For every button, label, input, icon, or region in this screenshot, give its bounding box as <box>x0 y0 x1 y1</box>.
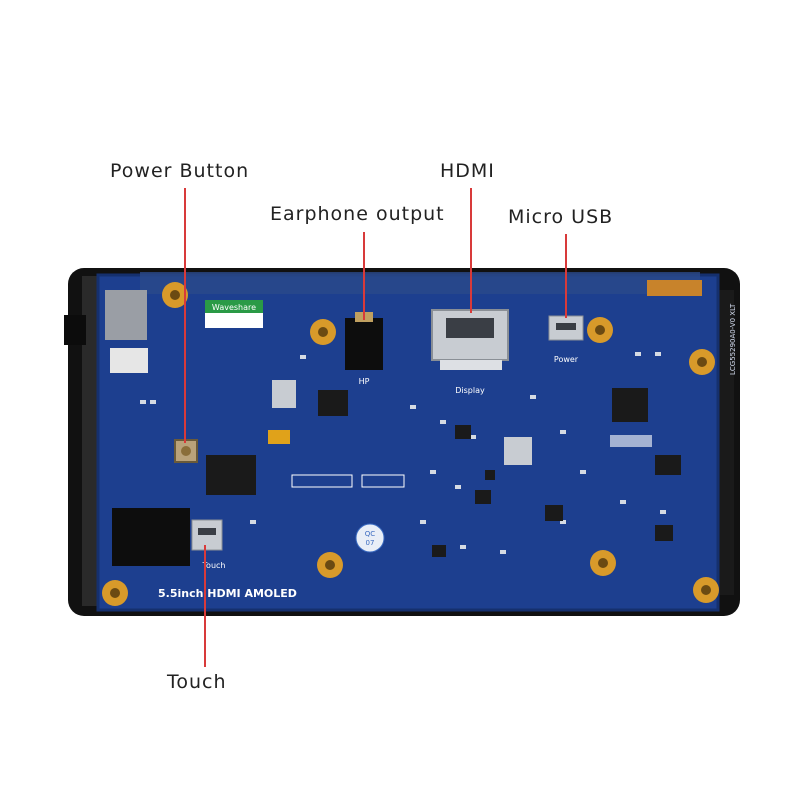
leader-micro-usb <box>565 234 567 318</box>
callout-micro-usb: Micro USB <box>508 206 614 228</box>
fpc-strip <box>140 272 700 294</box>
chip-main <box>206 455 256 495</box>
power-button-cap <box>181 446 191 456</box>
callout-touch: Touch <box>167 671 227 693</box>
logo-sticker-bar <box>205 300 263 313</box>
silkscreen-touch: Touch <box>202 561 226 570</box>
micro-usb-opening <box>556 323 576 330</box>
logo-text: Waveshare <box>212 303 256 312</box>
earphone-jack <box>345 318 383 370</box>
silkscreen-display: Display <box>455 386 485 395</box>
leader-earphone-output <box>363 232 365 320</box>
left-socket <box>110 348 148 373</box>
flex-connector <box>647 280 702 296</box>
component-array <box>610 435 652 447</box>
silkscreen-power: Power <box>554 355 579 364</box>
qc-sticker-number: 07 <box>366 539 375 547</box>
qc-sticker-label: QC <box>365 530 376 538</box>
chip-ldo <box>272 380 296 408</box>
left-connector <box>105 290 147 340</box>
touch-fpc <box>112 508 190 566</box>
capacitor <box>268 430 290 444</box>
chip-regulator <box>504 437 532 465</box>
callout-earphone-output: Earphone output <box>270 203 445 225</box>
chip-audio <box>318 390 348 416</box>
leader-power-button <box>184 188 186 443</box>
header-row-1 <box>291 474 353 488</box>
callout-hdmi: HDMI <box>440 160 495 182</box>
header-row-2 <box>361 474 405 488</box>
product-label: 5.5inch HDMI AMOLED <box>158 587 297 600</box>
hdmi-pins <box>440 360 502 370</box>
part-code: LCG55290A0-V0 XLT <box>729 303 737 375</box>
leader-touch <box>204 545 206 667</box>
hdmi-port-opening <box>446 318 494 338</box>
silkscreen-hp: HP <box>359 377 370 386</box>
mounting-holes <box>102 282 719 606</box>
touch-usb-opening <box>198 528 216 535</box>
chip-small <box>655 455 681 475</box>
leader-hdmi <box>470 188 472 313</box>
chip-right <box>612 388 648 422</box>
side-tab <box>64 315 86 345</box>
passive-components <box>140 352 666 554</box>
small-ics <box>432 425 673 557</box>
callout-power-button: Power Button <box>110 160 250 182</box>
qc-sticker <box>355 523 385 553</box>
